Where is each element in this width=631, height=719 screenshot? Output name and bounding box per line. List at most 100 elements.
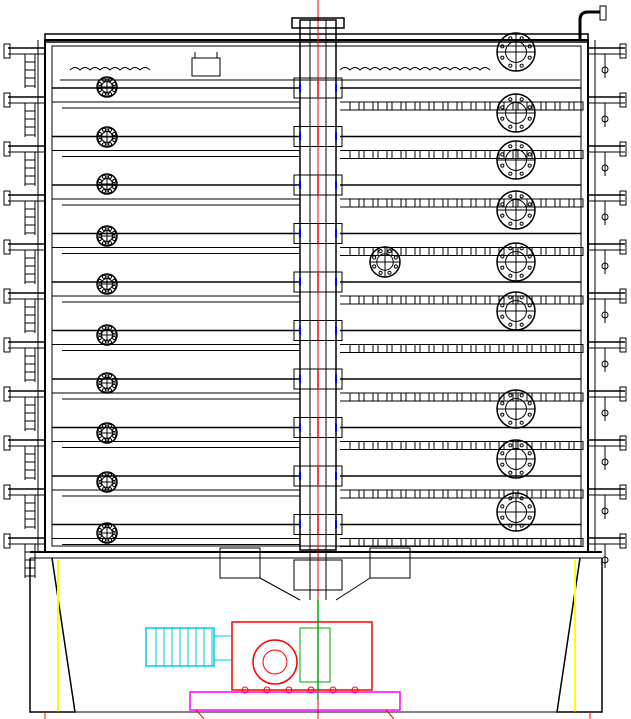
flange-bolt — [101, 423, 107, 428]
rake-block — [475, 198, 486, 208]
flange-bolt — [101, 92, 107, 97]
flange-bolt — [372, 264, 377, 269]
flange-bolt — [527, 462, 532, 467]
flange-bolt — [508, 420, 513, 425]
flange-bolt — [107, 388, 113, 393]
flange-bolt — [101, 325, 107, 330]
flange-bolt — [97, 236, 102, 242]
rake-block — [559, 441, 570, 450]
rake-block — [419, 295, 430, 305]
rake-block — [405, 489, 416, 499]
flange-bolt — [112, 433, 117, 439]
rake-block — [433, 101, 444, 111]
flange-bolt — [112, 236, 117, 242]
flange-bolt — [112, 87, 117, 93]
rake-block — [363, 295, 374, 305]
nozzle-flange — [619, 386, 627, 402]
manway-flange-small — [96, 471, 118, 493]
flange-bolt — [107, 325, 113, 330]
anchor-mark — [195, 709, 205, 719]
nozzle-flange — [619, 239, 627, 255]
flange-bolt — [101, 438, 107, 443]
rake-block — [475, 489, 486, 499]
nozzle-left — [3, 190, 45, 235]
flange-bolt — [500, 55, 505, 60]
rake-block — [377, 489, 388, 499]
flange-bolt — [112, 377, 117, 383]
rake-block — [559, 344, 570, 353]
flange-bolt — [112, 329, 117, 335]
flange-bolt — [500, 254, 505, 259]
rake-block — [377, 295, 388, 305]
flange-bolt — [97, 87, 102, 93]
gearbox-bolt — [263, 686, 271, 694]
rake-block — [349, 344, 360, 353]
flange-bolt — [112, 335, 117, 341]
rake-block — [377, 150, 388, 159]
flange-bolt — [519, 322, 524, 327]
shaft-coupling — [293, 368, 343, 390]
rake-block — [461, 344, 472, 353]
nozzle-flange — [3, 533, 11, 549]
flange-bolt — [508, 273, 513, 278]
rake-block — [391, 101, 402, 111]
nozzle-right — [588, 386, 627, 421]
rake-block — [405, 392, 416, 402]
flange-bolt — [393, 255, 398, 260]
rake-block — [447, 489, 458, 499]
flange-bolt — [107, 174, 113, 179]
rake-block — [559, 150, 570, 159]
flange-bolt — [527, 412, 532, 417]
left-side-nozzles — [3, 43, 45, 578]
rake-block — [349, 489, 360, 499]
rake-block — [433, 295, 444, 305]
flange-bolt — [508, 124, 513, 129]
rake-block — [447, 538, 458, 547]
rake-block — [405, 344, 416, 353]
rake-block — [503, 538, 514, 547]
nozzle-valve — [601, 262, 609, 270]
rake-block — [433, 150, 444, 159]
top-outlet-pipe — [578, 5, 607, 40]
nozzle-left — [3, 141, 45, 186]
rake-block — [447, 392, 458, 402]
flange-bolt — [112, 131, 117, 137]
rake-block — [545, 247, 556, 256]
flange-bolt — [500, 504, 505, 509]
nozzle-right — [588, 288, 627, 323]
rake-block — [573, 538, 584, 547]
flange-bolt — [519, 496, 524, 501]
rake-block — [405, 295, 416, 305]
rake-block — [419, 441, 430, 450]
flange-bolt — [107, 77, 113, 82]
nozzle-flange — [3, 337, 11, 353]
rake-block — [461, 198, 472, 208]
rake-block — [559, 538, 570, 547]
left-manway-flanges — [96, 76, 118, 544]
gearbox-bolt — [241, 686, 249, 694]
rake-block — [447, 247, 458, 256]
rake-block — [475, 344, 486, 353]
tray — [52, 475, 584, 499]
nozzle-right — [588, 141, 627, 176]
rake-block — [559, 295, 570, 305]
rake-block — [475, 247, 486, 256]
rake-block — [447, 344, 458, 353]
rake-block — [461, 247, 472, 256]
flange-bolt — [508, 144, 513, 149]
flange-bolt — [387, 270, 392, 275]
shaft-coupling — [293, 77, 343, 99]
rake-block — [363, 101, 374, 111]
nozzle-left — [3, 239, 45, 284]
level-wave-left — [69, 67, 151, 71]
flange-bolt — [107, 289, 113, 294]
rake-block — [475, 538, 486, 547]
rake-block — [545, 441, 556, 450]
flange-bolt — [97, 476, 102, 482]
rake-block — [489, 441, 500, 450]
flange-bolt — [527, 265, 532, 270]
nozzle-right — [588, 435, 627, 470]
flange-bolt — [508, 523, 513, 528]
rake-block — [531, 441, 542, 450]
flange-bolt — [527, 116, 532, 121]
